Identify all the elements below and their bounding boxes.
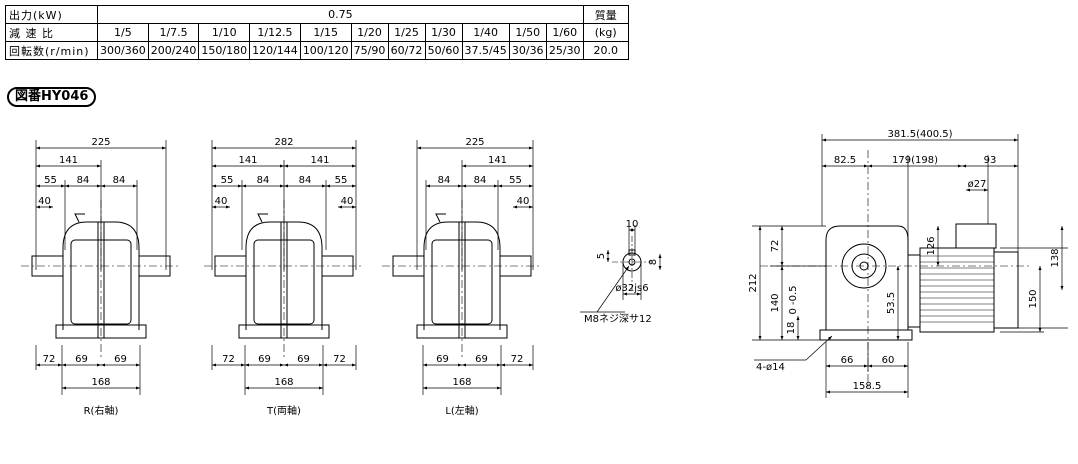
dimension-label: 84 bbox=[113, 175, 126, 186]
leader-line bbox=[805, 335, 833, 361]
dimension-label: 66 bbox=[841, 355, 854, 366]
speed-cell: 100/120 bbox=[299, 41, 352, 60]
dimension-label: 282 bbox=[274, 137, 293, 148]
dimension-label: 82.5 bbox=[834, 155, 856, 166]
dimension-label: 150 bbox=[1028, 289, 1039, 308]
dimension-label: 93 bbox=[984, 155, 997, 166]
dimension-label: 69 bbox=[436, 354, 449, 365]
dimension-label: 84 bbox=[299, 175, 312, 186]
dimension-label: 141 bbox=[238, 155, 257, 166]
dimension-label: 225 bbox=[91, 137, 110, 148]
dimension-label: 69 bbox=[114, 354, 127, 365]
breather-plug bbox=[435, 213, 446, 223]
tolerance-label: 0 -0.5 bbox=[788, 285, 799, 314]
tap-callout: M8ネジ深サ12 bbox=[584, 313, 652, 325]
output-shaft bbox=[499, 255, 532, 277]
view-caption-l: L(左軸) bbox=[445, 404, 478, 417]
dimension-label: 158.5 bbox=[853, 381, 882, 392]
dimension-label: 55 bbox=[509, 175, 522, 186]
dimension-label: 8 bbox=[648, 259, 659, 265]
dimension-label: 5 bbox=[596, 253, 607, 259]
ratio-cell: 1/40 bbox=[461, 23, 510, 42]
dimension-label: 69 bbox=[258, 354, 271, 365]
fan-cover bbox=[993, 251, 1019, 329]
dimension-label: 84 bbox=[257, 175, 270, 186]
dimension-label: 138 bbox=[1050, 248, 1061, 267]
dimension-label: 40 bbox=[38, 196, 51, 207]
dimension-label: 60 bbox=[882, 355, 895, 366]
dimension-label: 69 bbox=[475, 354, 488, 365]
dimension-label: 140 bbox=[770, 293, 781, 312]
dimension-label: 84 bbox=[77, 175, 90, 186]
speed-cell: 37.5/45 bbox=[461, 41, 510, 60]
dimension-label: 53.5 bbox=[886, 292, 897, 314]
speed-cell: 60/72 bbox=[387, 41, 426, 60]
dimension-label: 168 bbox=[274, 377, 293, 388]
view-caption-r: R(右軸) bbox=[84, 404, 119, 417]
side-foot bbox=[819, 329, 913, 341]
dimension-label: 126 bbox=[926, 236, 937, 255]
dimension-label: 72 bbox=[222, 354, 235, 365]
dimension-label: 381.5(400.5) bbox=[887, 129, 952, 140]
dimension-label: 55 bbox=[335, 175, 348, 186]
dimension-label: 84 bbox=[474, 175, 487, 186]
speed-label: 回転数(r/min) bbox=[5, 41, 98, 60]
dimension-label: 72 bbox=[333, 354, 346, 365]
output-shaft bbox=[31, 255, 64, 277]
output-shaft bbox=[138, 255, 171, 277]
dimension-label: 72 bbox=[511, 354, 524, 365]
dimension-label: 141 bbox=[59, 155, 78, 166]
dimension-label: 69 bbox=[75, 354, 88, 365]
dimension-label: 225 bbox=[465, 137, 484, 148]
ratio-cell: 1/20 bbox=[350, 23, 389, 42]
speed-cell: 150/180 bbox=[198, 41, 251, 60]
speed-cell: 30/36 bbox=[508, 41, 547, 60]
ratio-cell: 1/5 bbox=[97, 23, 149, 42]
dimension-label: 69 bbox=[297, 354, 310, 365]
dimension-label: 168 bbox=[452, 377, 471, 388]
breather-plug bbox=[257, 213, 268, 223]
terminal-box bbox=[955, 223, 997, 249]
motor-frame bbox=[919, 247, 995, 333]
figure-number: 図番HY046 bbox=[7, 87, 97, 107]
dimension-label: 168 bbox=[91, 377, 110, 388]
dimension-label: 141 bbox=[310, 155, 329, 166]
dimension-label: 55 bbox=[44, 175, 57, 186]
output-shaft bbox=[214, 255, 247, 277]
holes-callout: 4-ø14 bbox=[756, 362, 785, 373]
mass-unit: (kg) bbox=[582, 23, 629, 42]
view-caption-t: T(両軸) bbox=[266, 404, 301, 417]
mass-value: 20.0 bbox=[582, 41, 629, 60]
dimension-label: 72 bbox=[770, 240, 781, 253]
speed-cell: 120/144 bbox=[249, 41, 301, 60]
breather-plug bbox=[74, 213, 85, 223]
speed-cell: 50/60 bbox=[424, 41, 463, 60]
dimension-label: 55 bbox=[221, 175, 234, 186]
output-shaft bbox=[321, 255, 354, 277]
dimension-label: 40 bbox=[341, 196, 354, 207]
speed-cell: 200/240 bbox=[147, 41, 200, 60]
dimension-label: ø27 bbox=[968, 179, 987, 190]
leader-line bbox=[596, 265, 630, 313]
dimension-label: 212 bbox=[748, 273, 759, 292]
spec-table: 出力(kW) 0.75 質量 減 速 比 1/5 1/7.5 1/10 1/12… bbox=[5, 5, 629, 60]
side-housing bbox=[825, 225, 909, 330]
output-shaft bbox=[392, 255, 425, 277]
speed-cell: 300/360 bbox=[97, 41, 149, 60]
dimension-label: 141 bbox=[488, 155, 507, 166]
dimension-label: ø32js6 bbox=[615, 283, 648, 294]
dimension-label: 179(198) bbox=[892, 155, 938, 166]
dimension-label: 72 bbox=[43, 354, 56, 365]
dimension-label: 84 bbox=[438, 175, 451, 186]
speed-cell: 25/30 bbox=[545, 41, 584, 60]
dimension-label: 40 bbox=[517, 196, 530, 207]
dimension-label: 10 bbox=[626, 219, 639, 230]
dimension-label: 40 bbox=[215, 196, 228, 207]
dimension-label: 18 bbox=[786, 322, 797, 335]
